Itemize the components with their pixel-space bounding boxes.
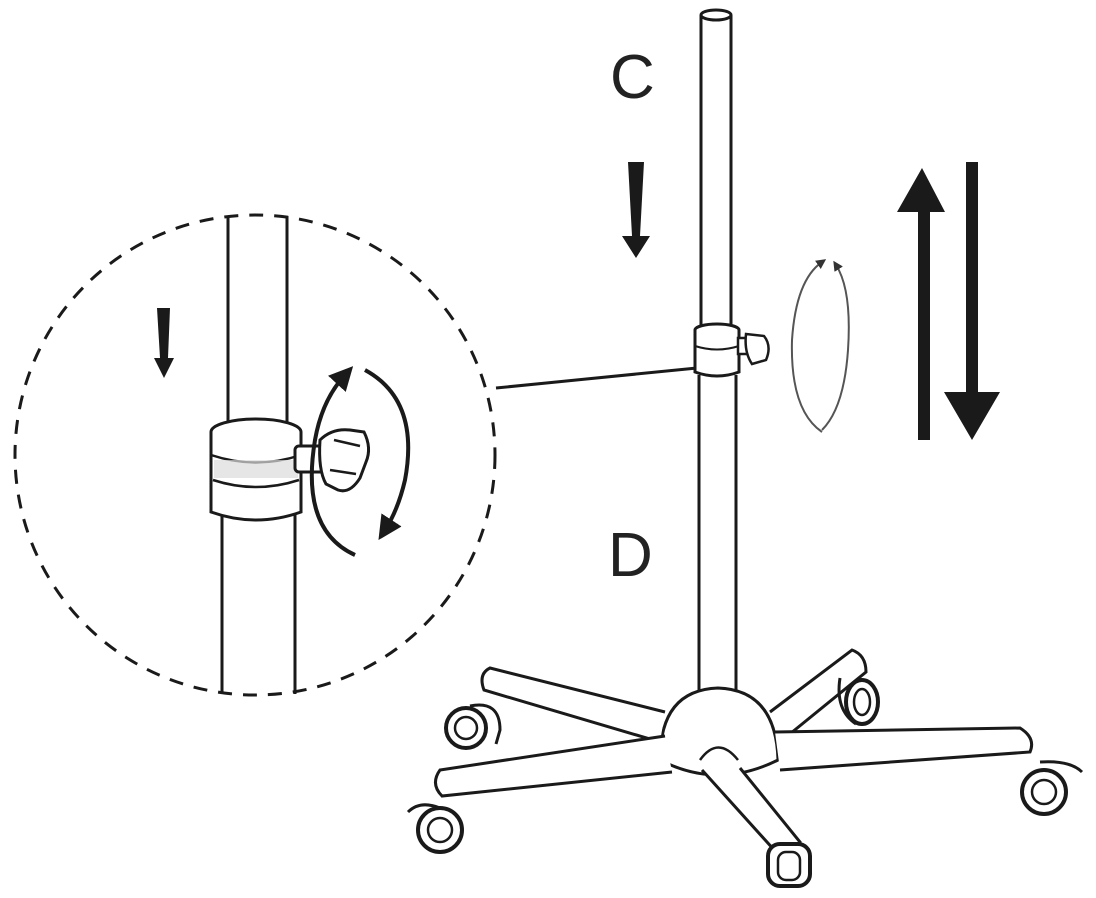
leg-back-right: [769, 648, 868, 744]
label-lower-pole: D: [608, 521, 653, 590]
rotate-arrows-icon: [309, 366, 411, 557]
detail-collar: [209, 417, 303, 522]
upper-pole: [699, 8, 733, 330]
leg-back-left: [480, 666, 666, 744]
leg-front-right: [774, 726, 1034, 772]
down-arrow-icon: [154, 308, 174, 378]
caster-front-right: [1020, 760, 1084, 816]
lower-pole: [697, 375, 738, 690]
caster-back-right: [837, 677, 880, 726]
caster-back-left: [444, 703, 502, 750]
detail-knob: [293, 428, 371, 493]
base-hub: [658, 686, 780, 777]
pole-collar: [693, 322, 770, 378]
detail-circle: [13, 213, 497, 697]
caster-front-left: [406, 803, 464, 854]
casters: [406, 677, 1084, 888]
rotate-arrows-icon: [790, 259, 850, 433]
base-legs: [434, 648, 1034, 855]
detail-leader-line: [495, 366, 698, 390]
detail-upper-tube: [226, 216, 289, 430]
detail-lower-tube: [220, 515, 297, 694]
leg-front: [700, 767, 802, 855]
stand: [406, 8, 1084, 888]
up-down-arrows-icon: [897, 162, 1000, 440]
leg-front-left: [434, 734, 673, 798]
caster-front: [766, 842, 812, 888]
detail-view: [13, 213, 497, 697]
down-arrow-icon: [622, 162, 650, 258]
label-upper-pole: C: [610, 43, 655, 112]
